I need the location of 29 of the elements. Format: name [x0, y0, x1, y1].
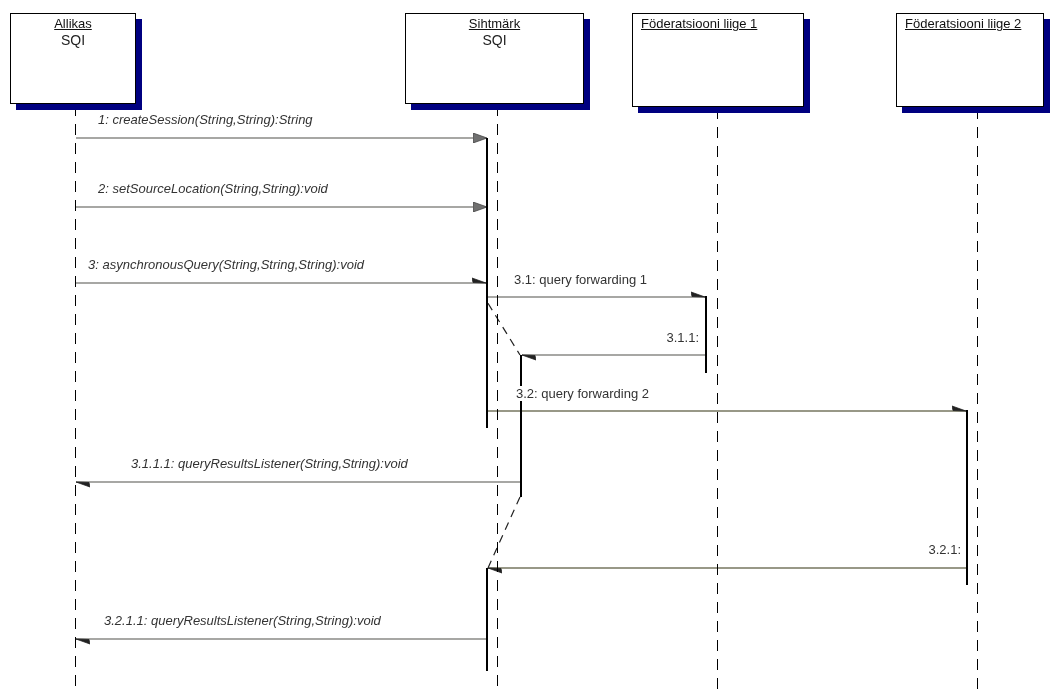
message-arrow	[487, 567, 967, 574]
object-box	[405, 13, 590, 110]
message-arrow	[487, 405, 967, 412]
message-label: 3: asynchronousQuery(String,String,String):void	[87, 257, 365, 272]
object-name: Allikas	[54, 16, 92, 32]
dashed-connector	[487, 496, 521, 569]
message-label: 3.1.1:	[665, 330, 700, 345]
message-label: 3.1: query forwarding 1	[513, 272, 648, 287]
message-arrow	[487, 291, 706, 298]
message-arrow	[75, 481, 521, 488]
message-arrow	[75, 201, 488, 213]
message-label: 3.2: query forwarding 2	[515, 386, 650, 401]
message-arrow	[75, 277, 487, 284]
object-type: SQI	[482, 32, 507, 48]
object-box	[10, 13, 142, 110]
message-label: 3.2.1.1: queryResultsListener(String,String):void	[103, 613, 382, 628]
dashed-connector	[487, 302, 521, 356]
message-arrow	[521, 354, 706, 361]
message-label: 3.2.1:	[927, 542, 962, 557]
object-box	[896, 13, 1050, 113]
object-box	[632, 13, 810, 113]
message-label: 3.1.1.1: queryResultsListener(String,String):void	[130, 456, 409, 471]
object-name: Föderatsiooni liige 1	[641, 16, 758, 32]
message-arrow	[75, 638, 487, 645]
message-label: 2: setSourceLocation(String,String):void	[97, 181, 329, 196]
object-type: SQI	[60, 32, 86, 48]
object-name: Föderatsiooni liige 2	[905, 16, 1022, 32]
message-label: 1: createSession(String,String):String	[97, 112, 314, 127]
object-name: Sihtmärk	[468, 16, 521, 32]
